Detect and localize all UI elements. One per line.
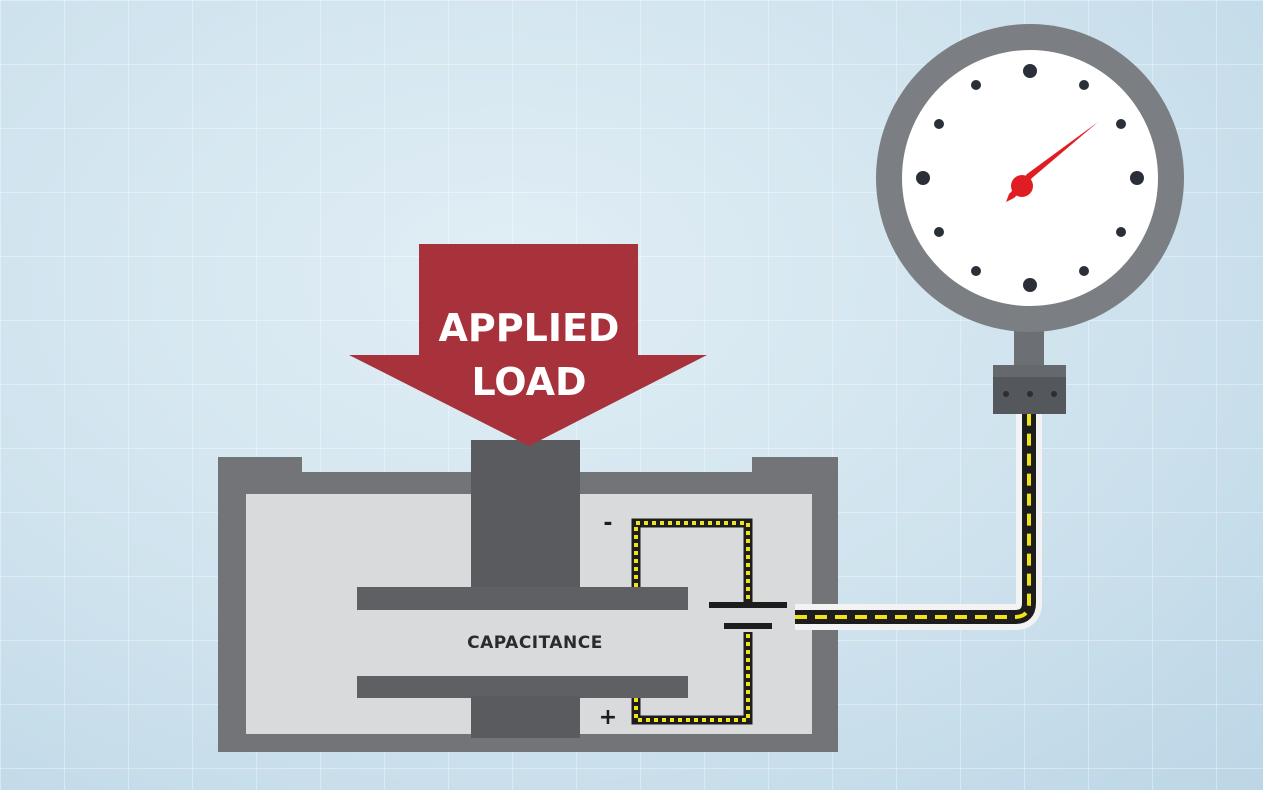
gauge-tick-marks	[916, 64, 1144, 292]
circuit-wiring	[631, 518, 753, 725]
applied-load-arrow: APPLIED LOAD	[349, 244, 707, 446]
pressure-gauge-icon	[876, 24, 1184, 414]
capacitance-label: CAPACITANCE	[467, 633, 603, 653]
positive-terminal-label: +	[599, 705, 617, 730]
negative-terminal-label: -	[603, 511, 612, 536]
upper-capacitor-plate	[357, 587, 688, 610]
arrow-label-line2: LOAD	[471, 360, 586, 404]
base-post	[471, 696, 580, 738]
lower-capacitor-plate	[357, 676, 688, 698]
gauge-needle	[1006, 122, 1098, 202]
battery-icon	[709, 602, 787, 629]
load-piston	[471, 440, 580, 590]
arrow-label-line1: APPLIED	[439, 306, 620, 350]
gauge-cable	[795, 412, 1042, 630]
